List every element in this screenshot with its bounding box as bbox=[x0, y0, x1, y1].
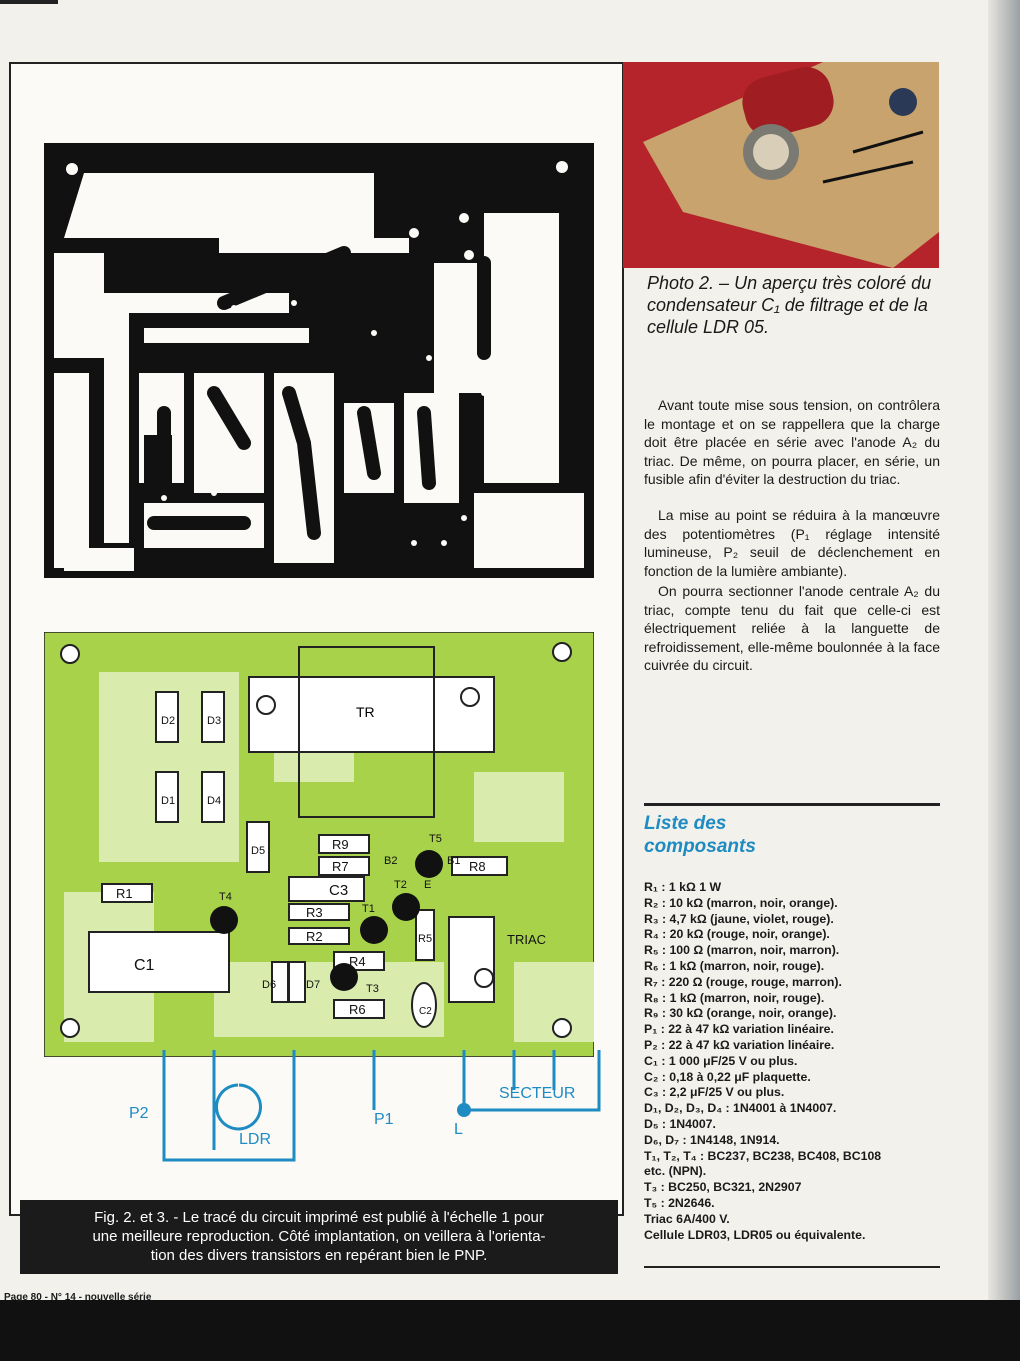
list-item: R₈ : 1 kΩ (marron, noir, rouge). bbox=[644, 990, 825, 1005]
figure-caption: Fig. 2. et 3. - Le tracé du circuit impr… bbox=[20, 1200, 618, 1274]
label-d5: D5 bbox=[251, 845, 265, 857]
caption-line-3: tion des divers transistors en repérant … bbox=[150, 1247, 488, 1264]
caption-line-1: Fig. 2. et 3. - Le tracé du circuit impr… bbox=[94, 1209, 544, 1226]
label-b1: B1 bbox=[447, 855, 460, 867]
list-item: T₁, T₂, T₄ : BC237, BC238, BC408, BC108 bbox=[644, 1148, 882, 1163]
list-bottom-rule bbox=[644, 1266, 940, 1268]
label-d4: D4 bbox=[207, 795, 221, 807]
photo-circuit bbox=[623, 62, 939, 268]
label-p2: P2 bbox=[129, 1105, 149, 1122]
list-item: D₁, D₂, D₃, D₄ : 1N4001 à 1N4007. bbox=[644, 1101, 837, 1116]
label-r4: R4 bbox=[349, 954, 366, 969]
label-emitter: E bbox=[424, 879, 431, 891]
list-item: P₁ : 22 à 47 kΩ variation linéaire. bbox=[644, 1022, 834, 1037]
components-title-line-1: Liste des bbox=[644, 813, 727, 834]
list-item: C₁ : 1 000 μF/25 V ou plus. bbox=[644, 1053, 798, 1068]
list-item: R₅ : 100 Ω (marron, noir, marron). bbox=[644, 943, 840, 958]
list-item: C₃ : 2,2 μF/25 V ou plus. bbox=[644, 1085, 785, 1100]
label-r9: R9 bbox=[332, 837, 349, 852]
label-r6: R6 bbox=[349, 1002, 366, 1017]
list-item: R₆ : 1 kΩ (marron, noir, rouge). bbox=[644, 958, 825, 973]
list-item: R₃ : 4,7 kΩ (jaune, violet, rouge). bbox=[644, 911, 834, 926]
label-d2: D2 bbox=[161, 715, 175, 727]
label-t3: T3 bbox=[366, 983, 379, 995]
label-b2: B2 bbox=[384, 855, 397, 867]
label-d7: D7 bbox=[306, 979, 320, 991]
components-title-line-2: composants bbox=[644, 836, 756, 857]
page-footer: Page 80 - N° 14 - nouvelle série bbox=[4, 1292, 152, 1303]
list-item: C₂ : 0,18 à 0,22 μF plaquette. bbox=[644, 1069, 811, 1084]
list-item: R₉ : 30 kΩ (orange, noir, orange). bbox=[644, 1006, 837, 1021]
label-t2: T2 bbox=[394, 879, 407, 891]
label-lamp: L bbox=[454, 1121, 463, 1138]
list-item: D₅ : 1N4007. bbox=[644, 1116, 716, 1131]
components-title: Liste des composants bbox=[644, 812, 940, 858]
list-item: R₇ : 220 Ω (rouge, rouge, marron). bbox=[644, 974, 842, 989]
paragraph-2: La mise au point se réduira à la manœuvr… bbox=[644, 507, 940, 579]
pcb-component-layout: TR D2 D3 D1 D4 D5 D6 D7 R1 R9 R7 R3 R2 R… bbox=[44, 632, 594, 1057]
external-wiring-diagram: P2 LDR P1 SECTEUR L bbox=[129, 1050, 601, 1162]
adjacent-page-edge bbox=[988, 0, 1020, 1300]
list-item: Cellule LDR03, LDR05 ou équivalente. bbox=[644, 1227, 866, 1242]
label-d6: D6 bbox=[262, 979, 276, 991]
label-t1: T1 bbox=[362, 903, 375, 915]
label-r5: R5 bbox=[418, 933, 432, 945]
label-c1: C1 bbox=[134, 957, 155, 974]
label-c2: C2 bbox=[419, 1006, 432, 1017]
label-r8: R8 bbox=[469, 859, 486, 874]
label-d3: D3 bbox=[207, 715, 221, 727]
label-c3: C3 bbox=[329, 882, 348, 899]
label-ldr: LDR bbox=[239, 1131, 271, 1148]
pcb-trace-artwork bbox=[44, 143, 594, 578]
list-item: R₄ : 20 kΩ (rouge, noir, orange). bbox=[644, 927, 830, 942]
label-t5: T5 bbox=[429, 833, 442, 845]
label-r3: R3 bbox=[306, 905, 323, 920]
list-item: R₁ : 1 kΩ 1 W bbox=[644, 880, 722, 894]
label-r1: R1 bbox=[116, 886, 133, 901]
list-item: T₅ : 2N2646. bbox=[644, 1195, 715, 1210]
scan-bottom-edge bbox=[0, 1300, 1020, 1361]
list-top-rule bbox=[644, 803, 940, 806]
label-triac: TRIAC bbox=[507, 932, 546, 947]
list-item: T₃ : BC250, BC321, 2N2907 bbox=[644, 1180, 802, 1195]
photo-caption: Photo 2. – Un aperçu très coloré du cond… bbox=[647, 273, 932, 337]
list-item: D₆, D₇ : 1N4148, 1N914. bbox=[644, 1132, 780, 1147]
paragraph-1: Avant toute mise sous tension, on contrô… bbox=[644, 397, 940, 487]
label-t4: T4 bbox=[219, 891, 232, 903]
list-item: Triac 6A/400 V. bbox=[644, 1211, 730, 1226]
page-corner-mark bbox=[0, 0, 58, 4]
label-secteur: SECTEUR bbox=[499, 1085, 575, 1102]
caption-line-2: une meilleure reproduction. Côté implant… bbox=[92, 1228, 546, 1245]
list-item: P₂ : 22 à 47 kΩ variation linéaire. bbox=[644, 1037, 835, 1052]
paragraph-3: On pourra sectionner l'anode centrale A₂… bbox=[644, 583, 940, 673]
list-item: R₂ : 10 kΩ (marron, noir, orange). bbox=[644, 895, 838, 910]
label-d1: D1 bbox=[161, 795, 175, 807]
label-r7: R7 bbox=[332, 859, 349, 874]
components-list: R₁ : 1 kΩ 1 W R₂ : 10 kΩ (marron, noir, … bbox=[644, 880, 944, 1243]
label-r2: R2 bbox=[306, 929, 323, 944]
label-tr: TR bbox=[356, 704, 375, 720]
list-item: etc. (NPN). bbox=[644, 1164, 707, 1179]
label-p1: P1 bbox=[374, 1111, 394, 1128]
